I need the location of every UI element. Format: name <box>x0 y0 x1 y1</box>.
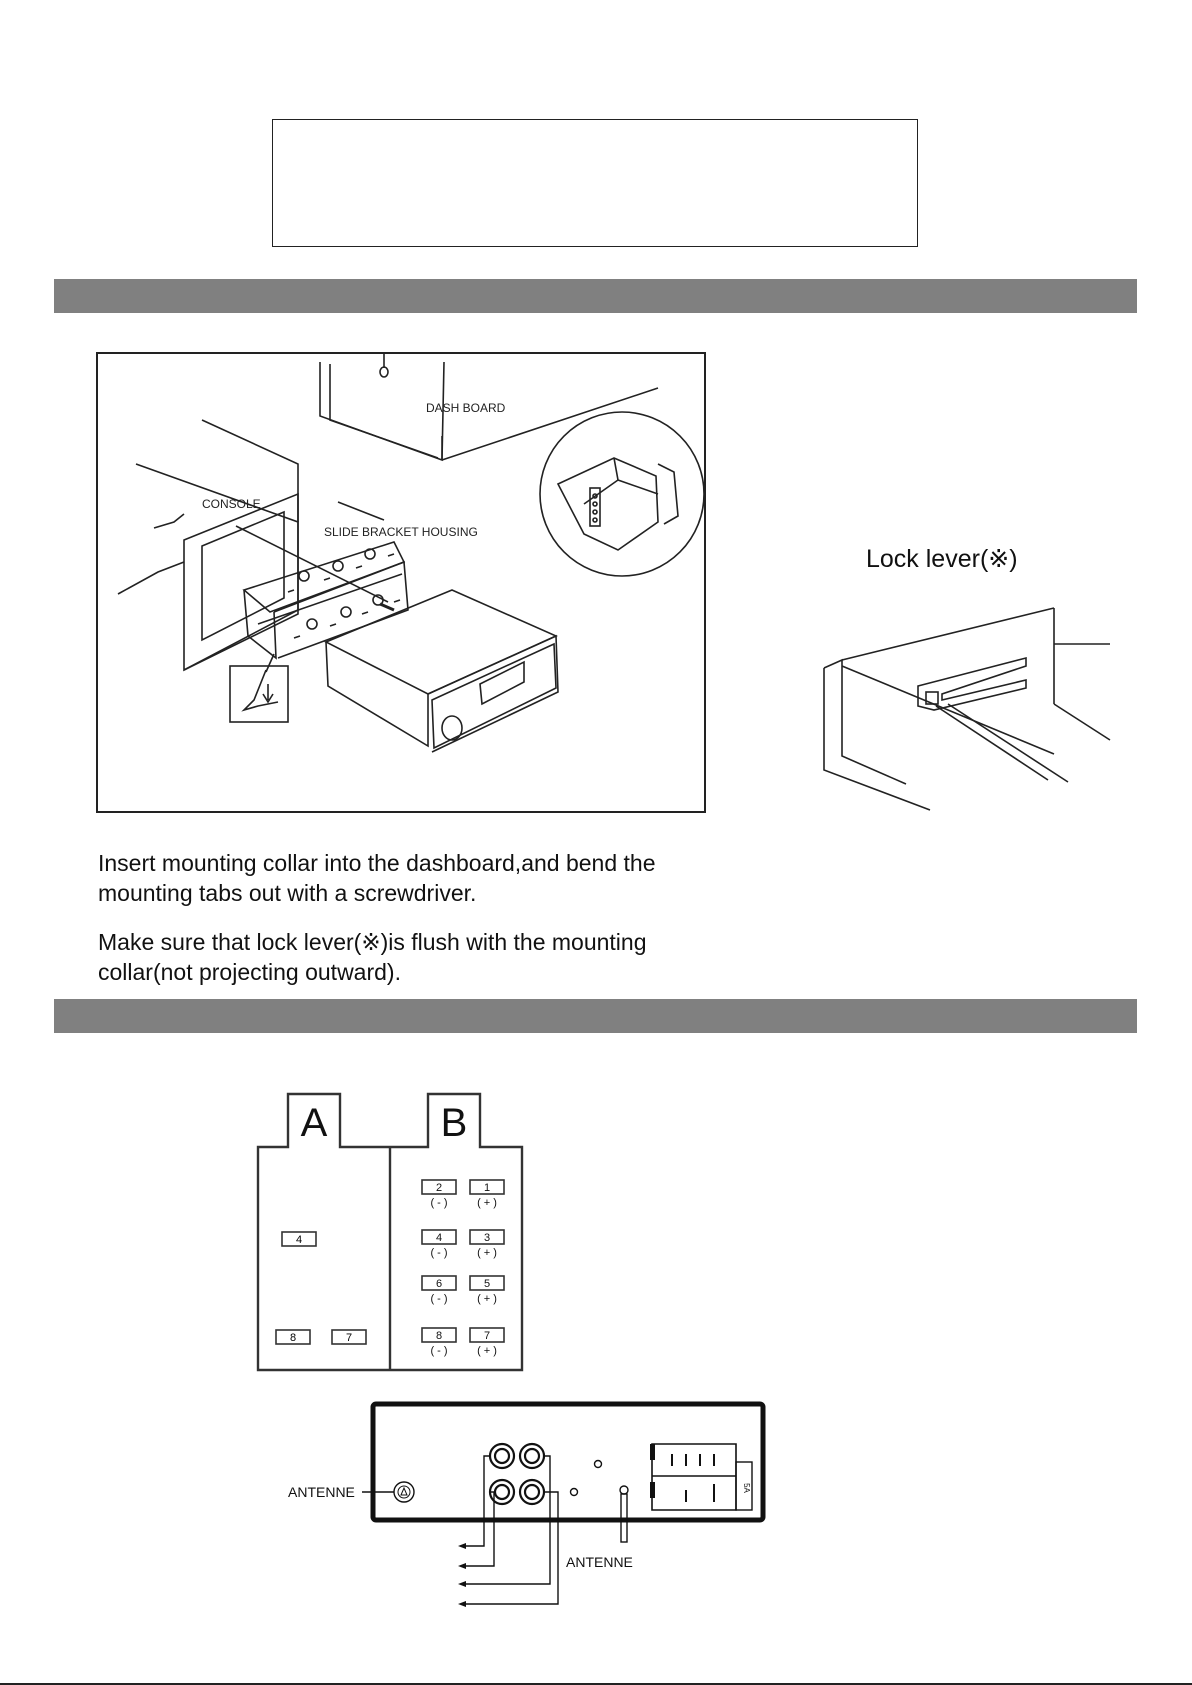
lock-lever-label: Lock lever(※) <box>866 545 1018 573</box>
pin-label: 8 <box>290 1332 296 1344</box>
antenna-input-label: ANTENNE <box>288 1484 355 1500</box>
dashboard-label: DASH BOARD <box>426 401 506 415</box>
section-header-bar <box>54 279 1137 313</box>
pin-label: 7 <box>346 1332 352 1344</box>
polarity-label: ( + ) <box>477 1293 497 1305</box>
pin-label: 5 <box>484 1278 490 1290</box>
polarity-label: ( - ) <box>430 1345 447 1357</box>
pin-label: 6 <box>436 1278 442 1290</box>
instruction-lock-lever: Make sure that lock lever(※)is flush wit… <box>98 929 647 985</box>
pin-label: 4 <box>296 1234 302 1246</box>
connector-b-label: B <box>441 1101 468 1145</box>
installation-drawing: DASH BOARD CONSOLE SLIDE BRACKET HOUSING <box>117 354 705 753</box>
section-header-bar <box>54 999 1137 1033</box>
pin-label: 3 <box>484 1232 490 1244</box>
connector-a-label: A <box>301 1101 328 1145</box>
rear-panel-diagram: ANTENNE ANTENNE 5A <box>288 1401 766 1607</box>
polarity-label: ( - ) <box>430 1197 447 1209</box>
polarity-label: ( + ) <box>477 1197 497 1209</box>
pin-label: 8 <box>436 1330 442 1342</box>
pin-label: 1 <box>484 1182 490 1194</box>
page-bottom-rule <box>0 1683 1192 1685</box>
polarity-label: ( - ) <box>430 1247 447 1259</box>
console-label: CONSOLE <box>202 497 261 511</box>
pin-label: 2 <box>436 1182 442 1194</box>
connector-a-pins <box>275 1231 367 1345</box>
pin-label: 7 <box>484 1330 490 1342</box>
antenna-lead-label: ANTENNE <box>566 1554 633 1570</box>
installation-figure: DASH BOARD CONSOLE SLIDE BRACKET HOUSING <box>96 352 706 813</box>
notice-box <box>272 119 918 247</box>
pin-label: 4 <box>436 1232 442 1244</box>
polarity-label: ( + ) <box>477 1247 497 1259</box>
instruction-mount-collar: Insert mounting collar into the dashboar… <box>98 850 656 906</box>
fuse-label: 5A <box>742 1483 751 1493</box>
bracket-label: SLIDE BRACKET HOUSING <box>324 525 478 539</box>
polarity-label: ( - ) <box>430 1293 447 1305</box>
lock-lever-drawing <box>823 607 1111 811</box>
connector-diagram: A B 4 8 7 2 1 ( - ) ( + ) 4 3 ( - ) ( + … <box>256 1092 524 1372</box>
polarity-label: ( + ) <box>477 1345 497 1357</box>
